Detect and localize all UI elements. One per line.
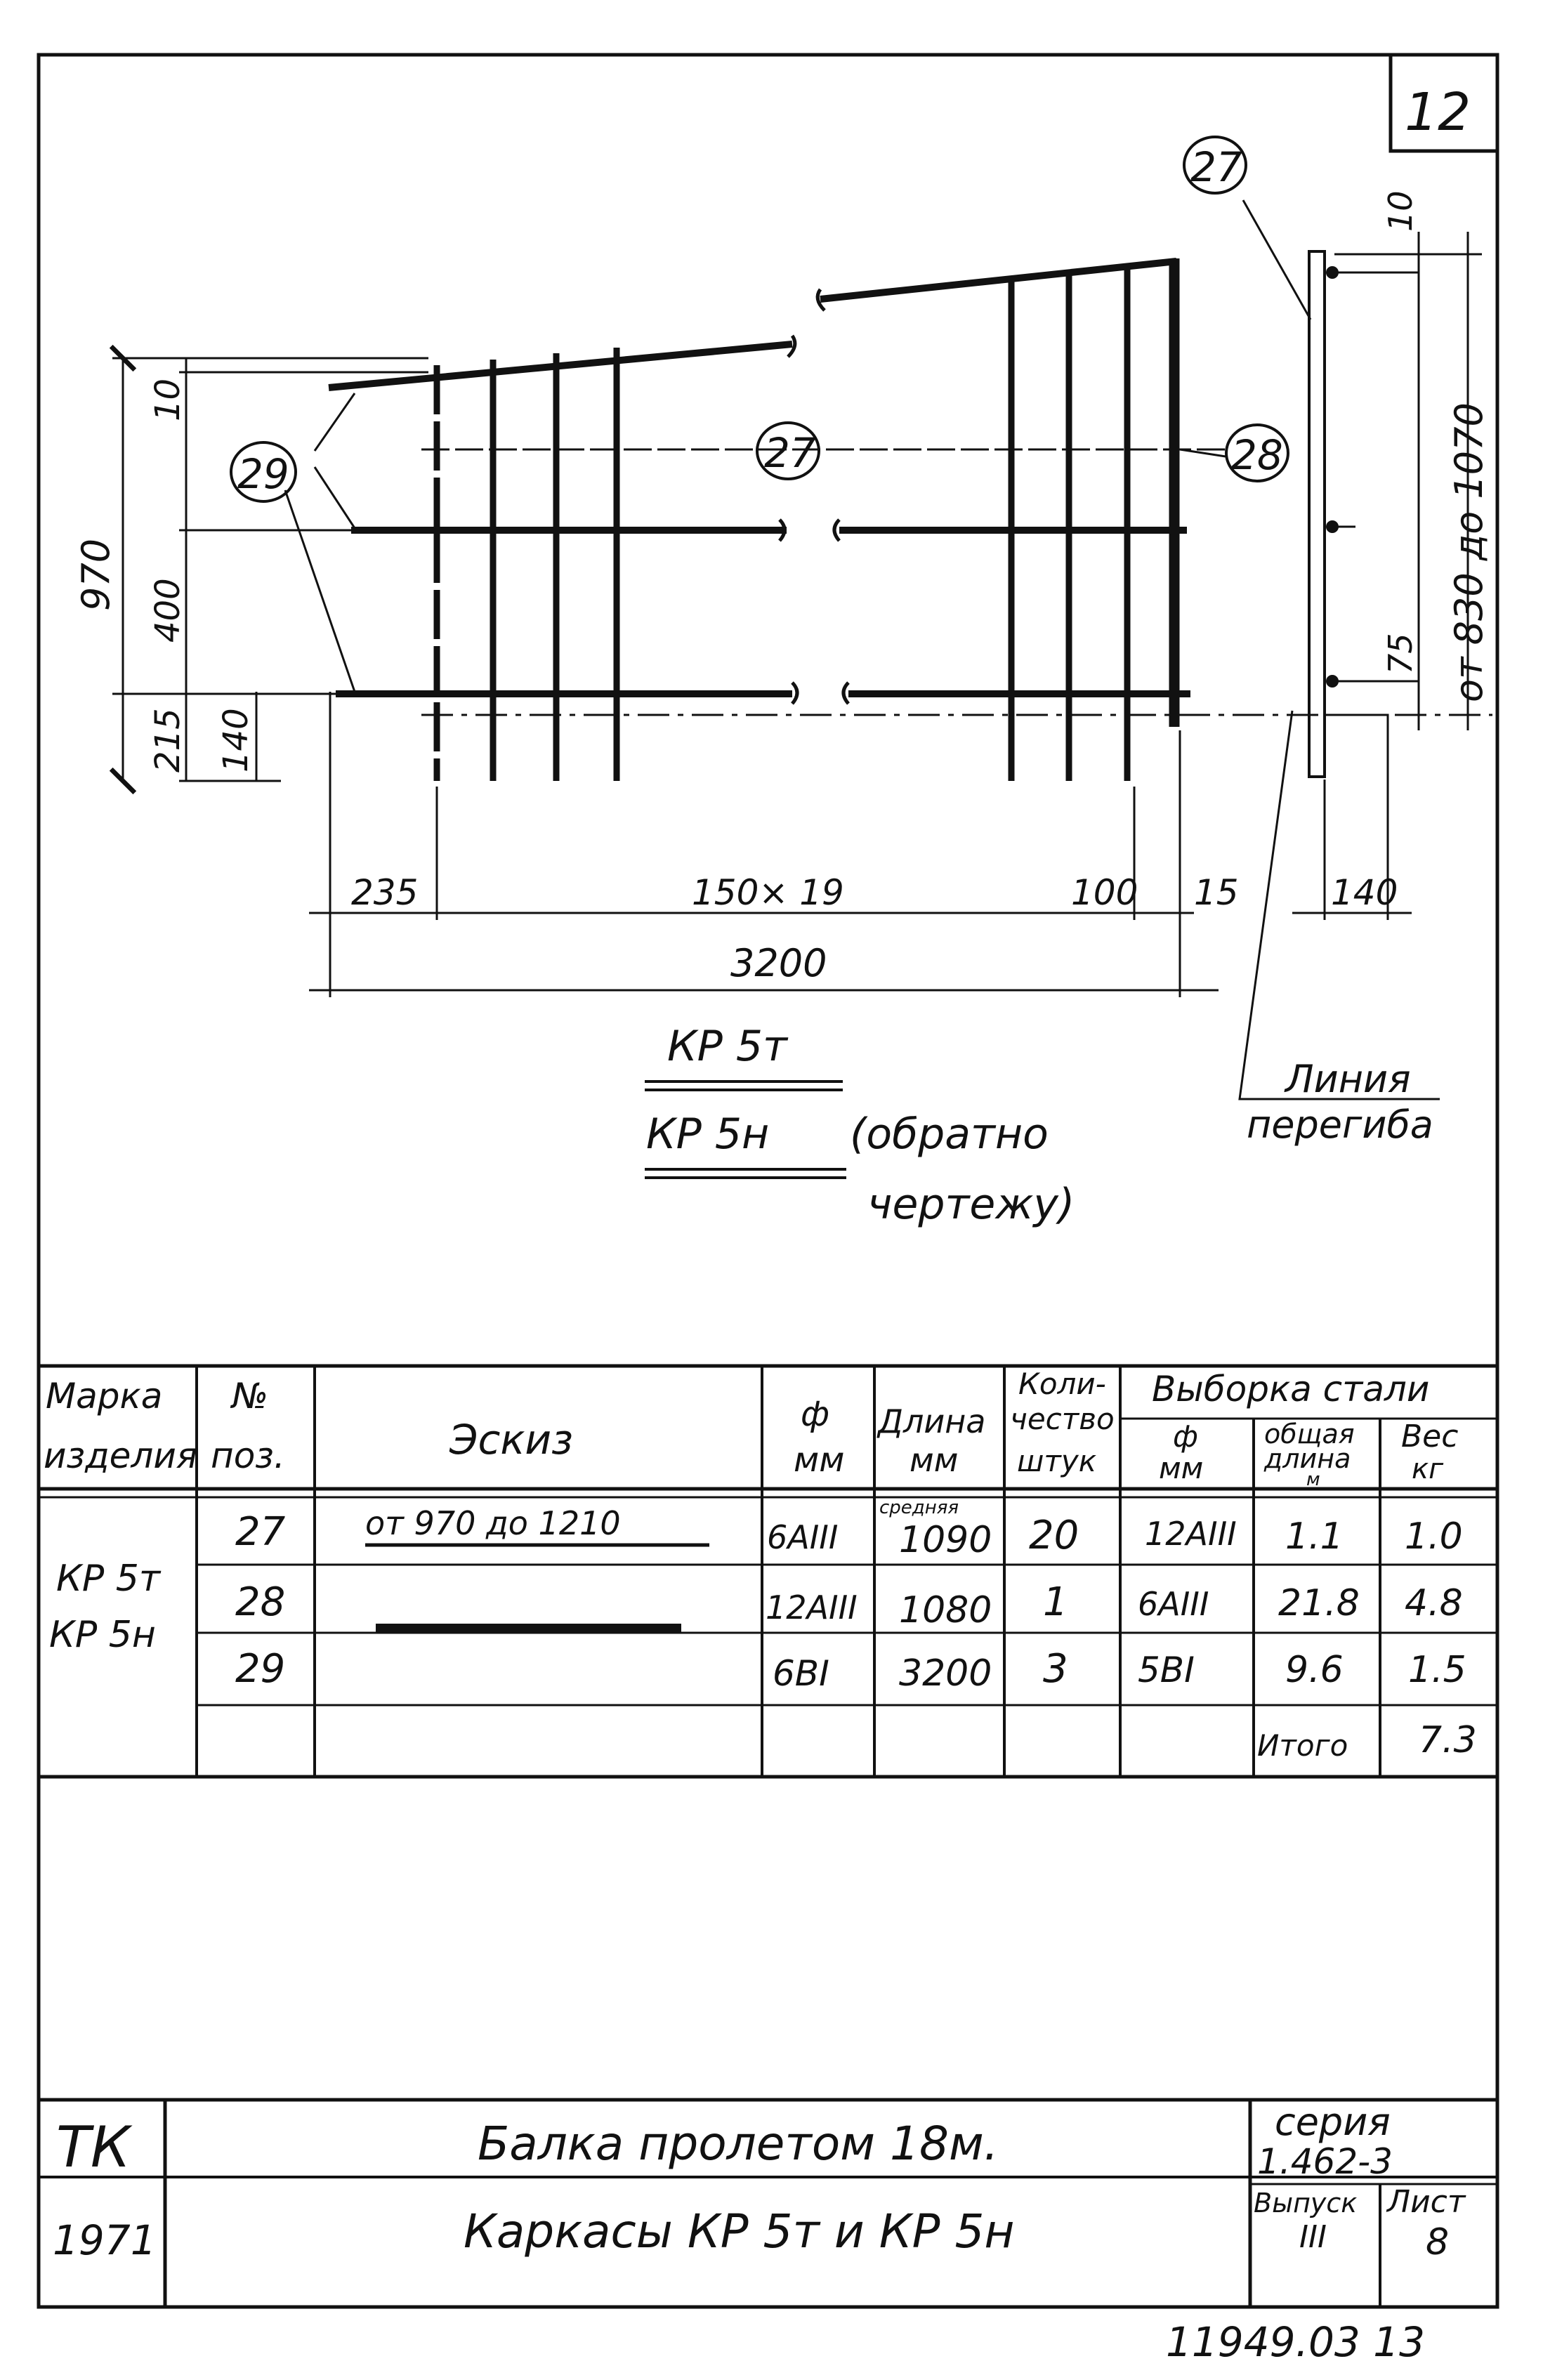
header-length-2: мм (910, 1441, 958, 1479)
row-27-length-note: средняя (879, 1497, 959, 1518)
header-steel-total-2: длина (1263, 1443, 1351, 1474)
callout-pos29: 29 (230, 441, 297, 503)
header-qty-2: чество (1010, 1402, 1115, 1436)
row-28-qty: 1 (1043, 1579, 1068, 1625)
total-weight: 7.3 (1419, 1719, 1477, 1761)
row-29-length: 3200 (899, 1652, 992, 1695)
series-value: 1.462-3 (1257, 2141, 1393, 2182)
dim-75: 75 (1381, 633, 1419, 674)
dim-400: 400 (148, 578, 188, 643)
dim-range: от 830 до 1070 (1447, 402, 1491, 702)
header-mark-1: Марка (46, 1376, 162, 1416)
row-28-pos: 28 (235, 1579, 285, 1625)
row-27-sketch: от 970 до 1210 (365, 1504, 621, 1542)
header-pos-1: № (230, 1376, 268, 1416)
header-steel-diam-2: мм (1159, 1451, 1203, 1485)
row-29-diam: 6ВI (773, 1653, 829, 1694)
header-diam-2: мм (794, 1440, 844, 1480)
row-27-diam: 6АIII (767, 1518, 838, 1556)
dim-215: 215 (148, 708, 188, 772)
sheet-frame (37, 53, 1499, 2309)
header-diam-1: ф (801, 1395, 829, 1434)
row-27-length: 1090 (899, 1519, 992, 1561)
row-27-steel-weight: 1.0 (1405, 1516, 1463, 1558)
callout-label: 27 (764, 429, 816, 477)
row-29-qty: 3 (1043, 1646, 1068, 1692)
series-label: серия (1275, 2100, 1391, 2144)
callout-label: 29 (237, 450, 289, 498)
row-28-length: 1080 (899, 1589, 992, 1631)
title-line-2: Каркасы КР 5т и КР 5н (464, 2204, 1015, 2259)
header-pos-2: поз. (211, 1435, 285, 1476)
total-label: Итого (1257, 1728, 1348, 1763)
dim-970: 970 (74, 539, 118, 611)
header-steel-weight-2: кг (1412, 1453, 1444, 1485)
header-steel-group: Выборка стали (1152, 1369, 1429, 1409)
sheet-label: Лист (1386, 2184, 1466, 2220)
header-steel-total-3: м (1306, 1469, 1320, 1490)
row-29-steel-weight: 1.5 (1408, 1649, 1466, 1691)
bend-line-label-2: перегиба (1247, 1103, 1433, 1147)
year: 1971 (53, 2216, 157, 2264)
bend-line-label-1: Линия (1284, 1057, 1411, 1101)
mark-value-1: КР 5т (56, 1558, 162, 1600)
row-29-pos: 29 (235, 1646, 285, 1692)
dim-140-right: 140 (1331, 872, 1398, 913)
mirror-note-1: (обратно (850, 1110, 1049, 1159)
callout-pos27-middle: 27 (756, 421, 820, 480)
dim-10-left: 10 (148, 379, 188, 421)
header-qty-1: Коли- (1018, 1367, 1106, 1401)
row-29-steel-diam: 5ВI (1138, 1650, 1195, 1690)
header-mark-2: изделия (44, 1435, 197, 1476)
issue-value: III (1299, 2219, 1327, 2255)
title-block: ТК 1971 Балка пролетом 18м. Каркасы КР 5… (39, 2098, 1497, 2307)
row-28-diam: 12АIII (766, 1589, 858, 1626)
mark-value-2: КР 5н (49, 1614, 156, 1656)
row-27-steel-diam: 12АIII (1145, 1515, 1237, 1553)
dim-15: 15 (1194, 872, 1239, 913)
org-code: ТК (56, 2115, 133, 2180)
product-mark-1: КР 5т (667, 1022, 789, 1071)
row-27-steel-total: 1.1 (1285, 1516, 1344, 1558)
dim-3200: 3200 (730, 941, 827, 985)
footer-code: 11949.03 13 (1166, 2318, 1425, 2366)
dim-140-left: 140 (216, 708, 256, 772)
dim-100: 100 (1071, 872, 1138, 913)
spec-table: Марка изделия № поз. Эскиз ф мм Длина мм… (39, 1364, 1497, 1779)
callout-label: 28 (1231, 431, 1283, 479)
header-steel-weight-1: Вес (1401, 1419, 1458, 1454)
frame-drawing (109, 199, 1492, 1100)
row-28-steel-diam: 6АIII (1138, 1585, 1209, 1623)
row-29-steel-total: 9.6 (1285, 1649, 1344, 1691)
callout-label: 27 (1190, 143, 1242, 191)
row-28-steel-total: 21.8 (1278, 1582, 1360, 1624)
header-sketch: Эскиз (449, 1416, 573, 1464)
row-27-qty: 20 (1029, 1513, 1079, 1558)
corner-number: 12 (1405, 82, 1471, 143)
row-27-pos: 27 (235, 1509, 286, 1555)
corner-number-box: 12 (1388, 55, 1497, 153)
issue-label: Выпуск (1254, 2188, 1357, 2218)
header-steel-diam-1: ф (1173, 1419, 1198, 1454)
callout-pos27-right: 27 (1183, 136, 1247, 195)
callout-pos28: 28 (1225, 423, 1289, 482)
header-qty-3: штук (1017, 1444, 1097, 1478)
title-line-1: Балка пролетом 18м. (478, 2117, 999, 2171)
product-mark-2: КР 5н (646, 1110, 769, 1159)
row-28-steel-weight: 4.8 (1405, 1582, 1463, 1624)
mirror-note-2: чертежу) (867, 1180, 1075, 1229)
header-length-1: Длина (876, 1402, 986, 1440)
dim-10-right: 10 (1381, 190, 1419, 232)
dim-150x19: 150× 19 (692, 872, 844, 913)
sheet-value: 8 (1426, 2221, 1449, 2263)
header-steel-total-1: общая (1264, 1419, 1355, 1449)
dim-235: 235 (351, 872, 418, 913)
